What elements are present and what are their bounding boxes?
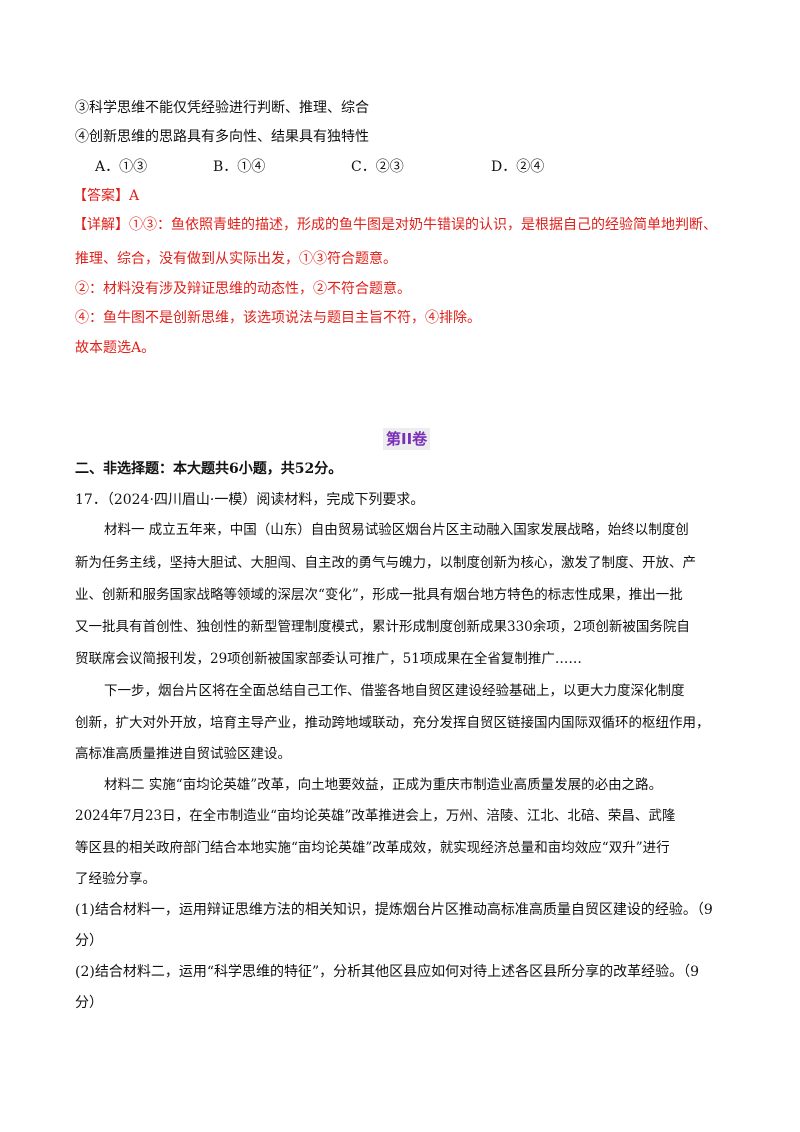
subquestion-1-line-2: 分） [75,933,103,949]
option-c: C．②③ [351,159,404,175]
material1-line-8: 高标准高质量推进自贸试验区建设。 [75,746,291,762]
detail-line-4: ④：鱼牛图不是创新思维，该选项说法与题目主旨不符，④排除。 [75,310,481,326]
material2-line-1: 材料二 实施“亩均论英雄”改革，向土地要效益，正成为重庆市制造业高质量发展的必由… [104,777,663,793]
material1-line-1: 材料一 成立五年来，中国（山东）自由贸易试验区烟台片区主动融入国家发展战略，始终… [104,522,689,538]
detail-line-3: ②：材料没有涉及辩证思维的动态性，②不符合题意。 [75,281,411,297]
material1-line-4: 又一批具有首创性、独创性的新型管理制度模式，累计形成制度创新成果330余项，2项… [75,619,690,635]
option-d: D．②④ [491,159,545,175]
choice-item-4: ④创新思维的思路具有多向性、结果具有独特性 [75,129,369,145]
section-heading: 二、非选择题：本大题共6小题，共52分。 [75,461,343,477]
material2-line-3: 等区县的相关政府部门结合本地实施“亩均论英雄”改革成效，就实现经济总量和亩均效应… [75,840,670,856]
detail-line-1: 【详解】①③：鱼依照青蛙的描述，形成的鱼牛图是对奶牛错误的认识，是根据自己的经验… [73,217,717,233]
option-b: B．①④ [213,159,266,175]
question-intro: 17．（2024·四川眉山·一模）阅读材料，完成下列要求。 [75,492,425,508]
material2-line-4: 了经验分享。 [75,871,156,887]
material1-line-5: 贸联席会议简报刊发，29项创新被国家部委认可推广，51项成果在全省复制推广…… [75,651,582,667]
material1-line-3: 业、创新和服务国家战略等领域的深层次“变化”，形成一批具有烟台地方特色的标志性成… [75,587,683,603]
detail-line-2: 推理、综合，没有做到从实际出发，①③符合题意。 [75,251,397,267]
material1-line-2: 新为任务主线，坚持大胆试、大胆闯、自主改的勇气与魄力，以制度创新为核心，激发了制… [75,555,696,571]
section-title: 第II卷 [383,428,431,450]
subquestion-2-line-2: 分） [75,995,103,1011]
material2-line-2: 2024年7月23日，在全市制造业“亩均论英雄”改革推进会上，万州、涪陵、江北、… [75,808,676,824]
option-a: A．①③ [95,159,148,175]
choice-item-3: ③科学思维不能仅凭经验进行判断、推理、综合 [75,100,369,116]
detail-line-5: 故本题选A。 [75,340,156,356]
answer-label: 【答案】A [73,188,140,204]
subquestion-2-line-1: (2)结合材料二，运用“科学思维的特征”，分析其他区县应如何对待上述各区县所分享… [75,964,700,980]
material1-line-7: 创新，扩大对外开放，培育主导产业，推动跨地域联动，充分发挥自贸区链接国内国际双循… [75,715,710,731]
subquestion-1-line-1: (1)结合材料一，运用辩证思维方法的相关知识，提炼烟台片区推动高标准高质量自贸区… [75,902,713,918]
material1-line-6: 下一步，烟台片区将在全面总结自己工作、借鉴各地自贸区建设经验基础上，以更大力度深… [104,683,685,699]
